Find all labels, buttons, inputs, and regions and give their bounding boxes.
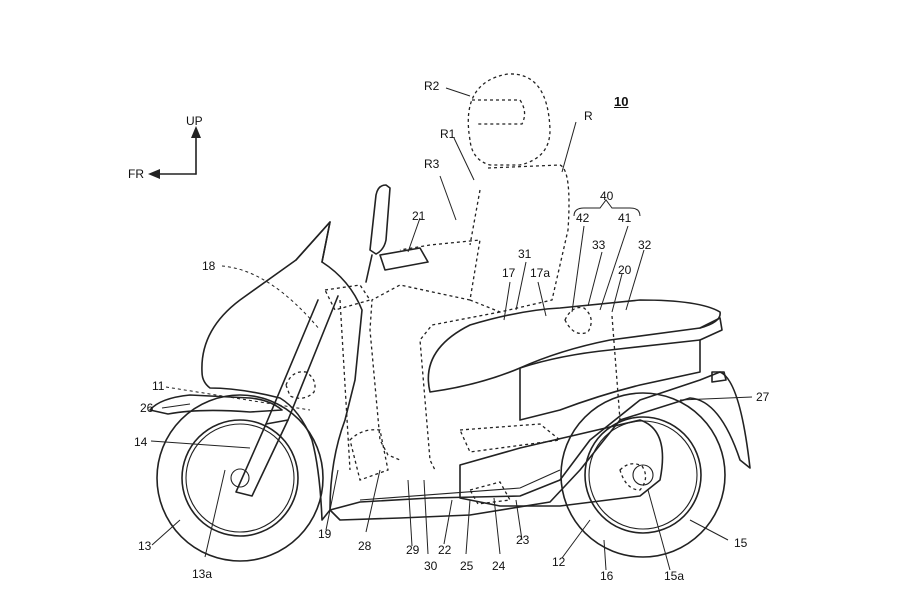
label-19: 19 [318,527,332,541]
label-15a: 15a [664,569,685,583]
label-15: 15 [734,536,748,550]
label-33: 33 [592,238,606,252]
rider-outline [369,73,570,471]
seat [427,299,721,393]
label-R2: R2 [424,79,440,93]
label-R3: R3 [424,157,440,171]
rear-wheel [560,392,726,558]
label-41: 41 [618,211,632,225]
label-31: 31 [518,247,532,261]
handlebar-mirror [365,184,429,283]
label-30: 30 [424,559,438,573]
label-25: 25 [460,559,474,573]
internal-components [285,284,647,505]
rear-body [519,339,701,421]
label-17a: 17a [530,266,551,280]
label-24: 24 [492,559,506,573]
front-cowl [201,221,363,521]
label-16: 16 [600,569,614,583]
label-11: 11 [152,379,165,393]
leader-lines [150,87,753,571]
windscreen [295,221,331,263]
label-26: 26 [140,401,154,415]
label-14: 14 [134,435,148,449]
label-18: 18 [202,259,216,273]
swing-arm [459,419,664,507]
label-12: 12 [552,555,566,569]
label-27: 27 [756,390,770,404]
up-label: UP [186,114,203,128]
label-17: 17 [502,266,516,280]
body-panel [329,371,751,521]
front-label: FR [128,167,144,181]
reference-number: 10 [614,94,629,109]
label-29: 29 [406,543,420,557]
label-R1: R1 [440,127,456,141]
label-32: 32 [638,238,652,252]
label-23: 23 [516,533,530,547]
label-40: 40 [600,189,614,203]
direction-indicator [148,126,201,179]
label-28: 28 [358,539,372,553]
front-wheel [156,394,324,562]
label-21: 21 [412,209,426,223]
label-42: 42 [576,211,590,225]
label-22: 22 [438,543,452,557]
front-fork [235,295,339,497]
label-13a: 13a [192,567,213,581]
label-13: 13 [138,539,152,553]
label-R: R [584,109,593,123]
label-20: 20 [618,263,632,277]
